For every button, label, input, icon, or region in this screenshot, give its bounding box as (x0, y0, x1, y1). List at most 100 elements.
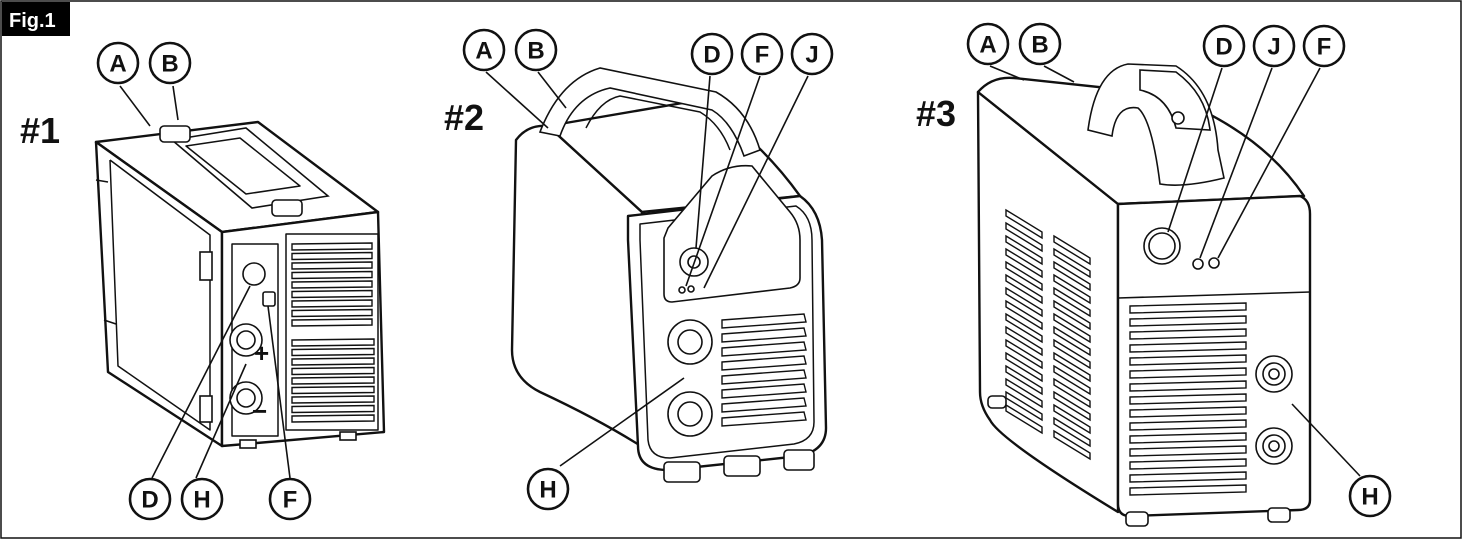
variant-3-vent-slot (1053, 403, 1091, 435)
variant-2-bumper (639, 205, 815, 459)
variant-3-foot-rear (987, 395, 1007, 409)
variant-3-vent-slot (1005, 286, 1043, 318)
variant-3-vent-slot (1053, 338, 1091, 370)
variant-2-vent-slot (721, 313, 807, 329)
svg-text:D: D (1215, 34, 1232, 61)
variant-1-socket-negative (229, 381, 263, 415)
variant-3-vent-slot (1053, 325, 1091, 357)
variant-3-machine (976, 63, 1312, 527)
variant-3-label: #3 (916, 93, 956, 134)
variant-3-vent-slot (1129, 341, 1247, 353)
variant-1-side-rib-upper (95, 179, 109, 183)
svg-text:A: A (475, 38, 492, 65)
variant-3-vent-slot (1129, 367, 1247, 379)
variant-3-vent-slot (1053, 273, 1091, 305)
variant-3-vent-slot (1005, 247, 1043, 279)
variant-3-vent-slot (1053, 247, 1091, 279)
variant-3-foot-right (1267, 507, 1291, 523)
variant-1-side-latch-upper (199, 251, 213, 281)
variant-2-label: #2 (444, 97, 484, 138)
variant-1-vent-slot (291, 270, 373, 280)
variant-3-vent-slot (1005, 299, 1043, 331)
variant-3-vent-slot (1005, 403, 1043, 435)
variant-1-polarity-plus: + (254, 338, 269, 368)
variant-2-socket-lower (667, 391, 713, 437)
variant-3-vent-slots-front (1129, 302, 1247, 496)
variant-1-callout-b: B (148, 41, 192, 85)
variant-1-vent-slot (291, 299, 373, 308)
variant-3-socket-upper (1255, 355, 1293, 393)
variant-3-foot-left (1125, 511, 1149, 527)
svg-text:H: H (539, 477, 556, 504)
variant-1-polarity-minus: − (252, 396, 267, 426)
variant-3-vent-slot (1129, 328, 1247, 340)
variant-3-socket-lower (1255, 427, 1293, 465)
variant-1-vent-slot (291, 347, 375, 357)
svg-text:F: F (283, 487, 298, 514)
variant-2-indicator-light-1 (678, 286, 686, 294)
variant-1-vent-slot (291, 404, 375, 414)
variant-3-vent-slot (1129, 458, 1247, 470)
variant-3-callout-a: A (966, 22, 1010, 66)
variant-3-vent-slot (1005, 338, 1043, 370)
variant-3-handle-screw (1171, 111, 1185, 125)
variant-2-callout-h: H (526, 467, 570, 511)
variant-3-vent-slot (1053, 390, 1091, 422)
variant-1-knob (242, 262, 266, 286)
variant-1-vent-slot (291, 289, 373, 299)
variant-3-front-divider (1117, 291, 1311, 299)
variant-1-callout-f: F (268, 477, 312, 521)
variant-3-knob (1143, 227, 1181, 265)
figure-tag-background (2, 2, 70, 36)
variant-1-label: #1 (20, 110, 60, 151)
variant-1-vent-slot (291, 376, 375, 385)
svg-text:J: J (805, 42, 818, 69)
variant-1-side-rib-lower (103, 319, 117, 325)
figure-tag-text: Fig.1 (9, 10, 56, 32)
variant-1-side-latch-lower (199, 395, 213, 423)
variant-3-side-face (976, 90, 1120, 514)
variant-2-leader-f (685, 75, 761, 287)
variant-3-leader-f (1217, 67, 1321, 259)
variant-3-indicator-light-2 (1208, 257, 1220, 269)
svg-text:F: F (755, 42, 770, 69)
variant-3-vent-slot (1053, 312, 1091, 344)
variant-2-leader-h (559, 377, 685, 467)
variant-1-indicator-light (262, 291, 276, 307)
variant-3-vent-slot (1053, 286, 1091, 318)
variant-2-side-face (510, 124, 646, 450)
variant-3-vent-slot (1053, 234, 1091, 266)
svg-text:H: H (1361, 484, 1378, 511)
variant-1-vent-slot (291, 242, 373, 251)
variant-1-leader-b (172, 85, 179, 121)
variant-3-vent-slot (1129, 445, 1247, 457)
variant-1-leader-f (267, 305, 291, 479)
variant-1-handle-grip (185, 137, 301, 195)
variant-3-vent-slot (1005, 312, 1043, 344)
variant-1-vent-panel (285, 233, 379, 431)
svg-text:B: B (1031, 32, 1048, 59)
variant-3-vent-slot (1005, 260, 1043, 292)
variant-3-vent-slot (1053, 260, 1091, 292)
variant-3-vent-slot (1005, 364, 1043, 396)
variant-3-vent-slot (1005, 273, 1043, 305)
svg-text:J: J (1267, 34, 1280, 61)
variant-3-vent-slot (1129, 484, 1247, 496)
variant-3-vent-slot (1005, 234, 1043, 266)
variant-1-side-frame (109, 159, 211, 431)
variant-2-vent-slot (721, 369, 807, 385)
variant-2: #2 (444, 28, 834, 511)
variant-2-leader-d (695, 75, 711, 249)
variant-1-callout-a: A (96, 41, 140, 85)
variant-1-vent-slot (291, 308, 373, 318)
variant-2-vent-slot (721, 411, 807, 427)
variant-1-leader-d (151, 285, 251, 479)
variant-2-foot-3 (783, 449, 815, 471)
variant-2-handle (538, 67, 761, 158)
variant-2-callout-b: B (514, 28, 558, 72)
variant-1-vent-slot (291, 318, 373, 327)
variant-1-vent-slot (291, 280, 373, 289)
variant-1-vent-slots (291, 242, 375, 423)
